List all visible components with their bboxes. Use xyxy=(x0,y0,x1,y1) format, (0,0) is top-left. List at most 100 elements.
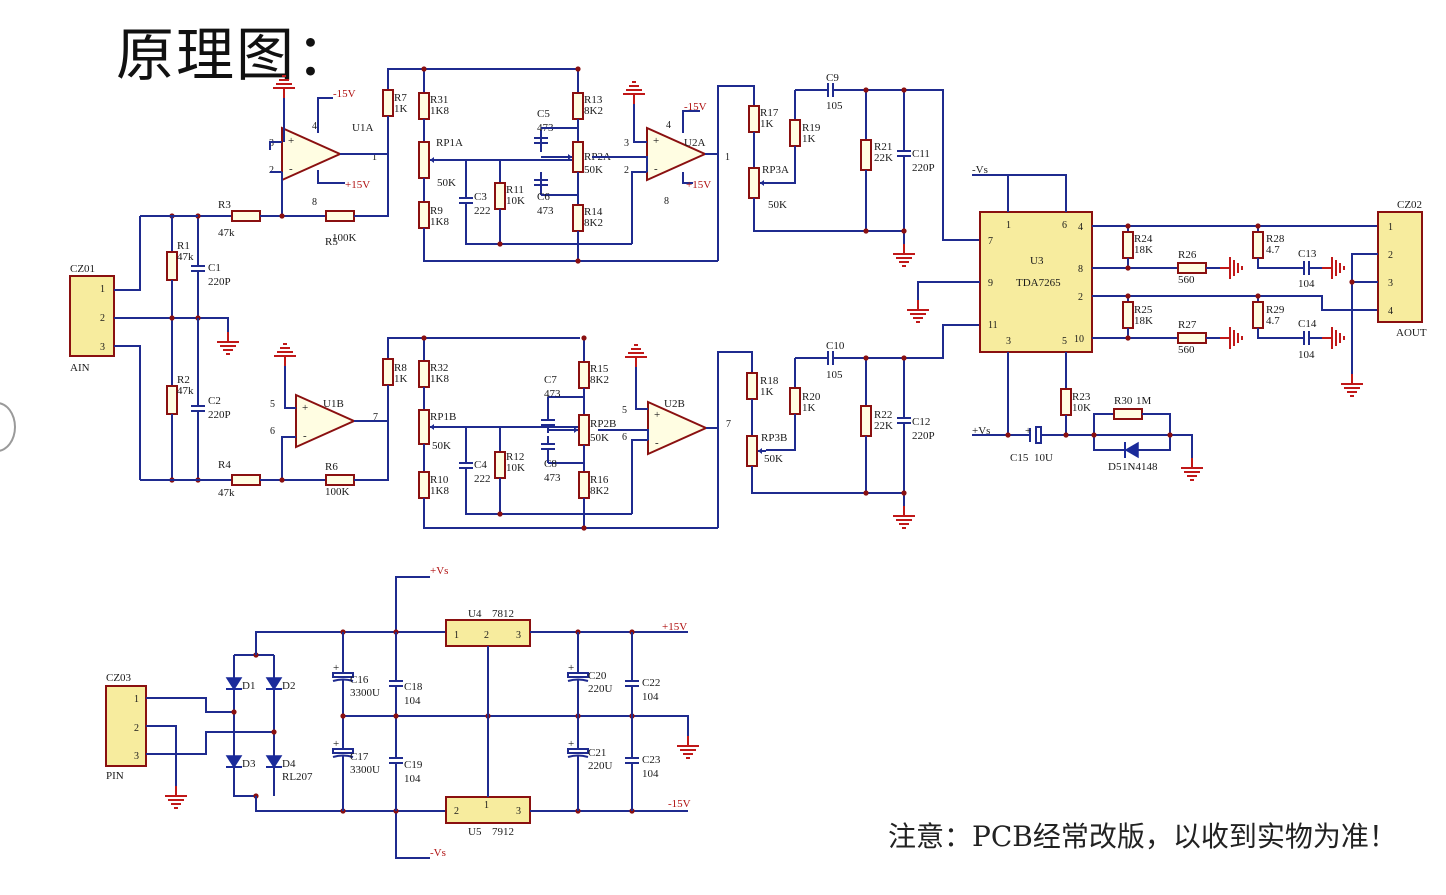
resistor-R3 xyxy=(231,210,261,222)
resistor-R12 xyxy=(494,451,506,479)
pin-label: 4 xyxy=(1078,222,1083,233)
component-value-R32: 1K8 xyxy=(430,373,449,385)
component-ref-C12: C12 xyxy=(912,416,930,428)
pin-label: 4 xyxy=(666,120,671,131)
pin-label: 2 xyxy=(1388,250,1393,261)
opamp-minus: - xyxy=(289,163,293,175)
component-ref-C14: C14 xyxy=(1298,318,1317,330)
component-ref-RP3A: RP3A xyxy=(762,164,789,176)
pin-label: 2 xyxy=(269,165,274,176)
wiper-arrow xyxy=(574,427,578,433)
component-value-C14: 104 xyxy=(1298,349,1315,361)
component-ref-R11: R11 xyxy=(506,184,524,196)
electrolytic-plate xyxy=(332,678,354,682)
component-ref-C22: C22 xyxy=(642,677,660,689)
pin-label: 11 xyxy=(988,320,998,331)
opamp-plus: + xyxy=(288,135,294,147)
component-value-R21: 22K xyxy=(874,152,893,164)
component-ref-R13: R13 xyxy=(584,94,603,106)
pin-label: 3 xyxy=(100,342,105,353)
potentiometer-RP3A xyxy=(748,167,760,199)
component-ref-R20: R20 xyxy=(802,391,821,403)
polarity-mark: + xyxy=(568,738,574,750)
component-value-C10: 105 xyxy=(826,369,843,381)
junction-dot xyxy=(497,241,503,247)
junction-dot xyxy=(575,66,581,72)
wire xyxy=(114,345,141,480)
wire xyxy=(465,211,632,245)
component-ref-R28: R28 xyxy=(1266,233,1285,245)
pin-label: 5 xyxy=(270,399,275,410)
component-value-R23: 10K xyxy=(1072,402,1091,414)
junction-dot xyxy=(271,729,277,735)
component-value-R6: 100K xyxy=(325,486,350,498)
component-value-R3: 47k xyxy=(218,227,235,239)
component-value-R20: 1K xyxy=(802,402,816,414)
pin-label: 1 xyxy=(725,152,730,163)
pin-label: 5 xyxy=(622,405,627,416)
component-value-C18: 104 xyxy=(404,695,421,707)
component-ref-C19: C19 xyxy=(404,759,423,771)
electrolytic-plate xyxy=(567,678,589,682)
opamp-plus: + xyxy=(654,409,660,421)
pin-label: 8 xyxy=(664,196,669,207)
junction-dot xyxy=(279,213,285,219)
junction-dot xyxy=(1349,279,1355,285)
junction-dot xyxy=(1125,293,1131,299)
supply-label-neg15: -15V xyxy=(668,798,691,810)
diode-D1 xyxy=(225,677,243,691)
pin-label: 3 xyxy=(269,138,274,149)
connector-label-AOUT: AOUT xyxy=(1396,327,1427,339)
component-ref-R19: R19 xyxy=(802,122,821,134)
component-value-R5: 100K xyxy=(332,232,357,244)
pin-label: 2 xyxy=(454,806,459,817)
connector-label-PIN: PIN xyxy=(106,770,124,782)
polarity-mark: + xyxy=(1025,425,1031,437)
wire xyxy=(114,317,229,332)
component-value-D5: 1N4148 xyxy=(1122,461,1158,473)
junction-dot xyxy=(863,228,869,234)
opamp-plus: + xyxy=(302,402,308,414)
polarity-mark: + xyxy=(568,662,574,674)
pin-label: 2 xyxy=(1078,292,1083,303)
resistor-R23 xyxy=(1060,388,1072,416)
component-value-R9: 1K8 xyxy=(430,216,449,228)
junction-dot xyxy=(1255,223,1261,229)
wire xyxy=(317,97,333,133)
component-value-C17: 3300U xyxy=(350,764,380,776)
wire xyxy=(423,498,718,529)
component-value-R28: 4.7 xyxy=(1266,244,1280,256)
junction-dot xyxy=(1005,432,1011,438)
resistor-R1 xyxy=(166,251,178,281)
wire xyxy=(255,796,446,812)
component-value-C9: 105 xyxy=(826,100,843,112)
potentiometer-RP1B xyxy=(418,409,430,445)
component-ref-D1: D1 xyxy=(242,680,255,692)
component-ref-R15: R15 xyxy=(590,363,609,375)
pin-label: 1 xyxy=(1006,220,1011,231)
pin-label: 6 xyxy=(1062,220,1067,231)
opamp-U1B xyxy=(295,393,357,449)
component-value-RP3B: 50K xyxy=(764,453,783,465)
component-value-C8: 473 xyxy=(544,472,561,484)
pin-label: 8 xyxy=(1078,264,1083,275)
wiper-arrow xyxy=(568,154,572,160)
wire xyxy=(1092,295,1378,311)
wire xyxy=(1093,435,1124,451)
component-value-R15: 8K2 xyxy=(590,374,609,386)
resistor-R19 xyxy=(789,119,801,147)
junction-dot xyxy=(901,355,907,361)
pin-label: 2 xyxy=(100,313,105,324)
supply-label-neg-vs: -Vs xyxy=(972,164,988,176)
wire xyxy=(1257,258,1296,269)
resistor-R17 xyxy=(748,105,760,133)
electrolytic-plate xyxy=(567,754,589,758)
page-title: 原理图： xyxy=(116,21,357,89)
resistor-R24 xyxy=(1122,231,1134,259)
resistor-R11 xyxy=(494,182,506,210)
component-ref-D2: D2 xyxy=(282,680,295,692)
component-ref-C3: C3 xyxy=(474,191,487,203)
resistor-R16 xyxy=(578,471,590,499)
ic-ref-U2B: U2B xyxy=(664,398,685,410)
resistor-R18 xyxy=(746,372,758,400)
